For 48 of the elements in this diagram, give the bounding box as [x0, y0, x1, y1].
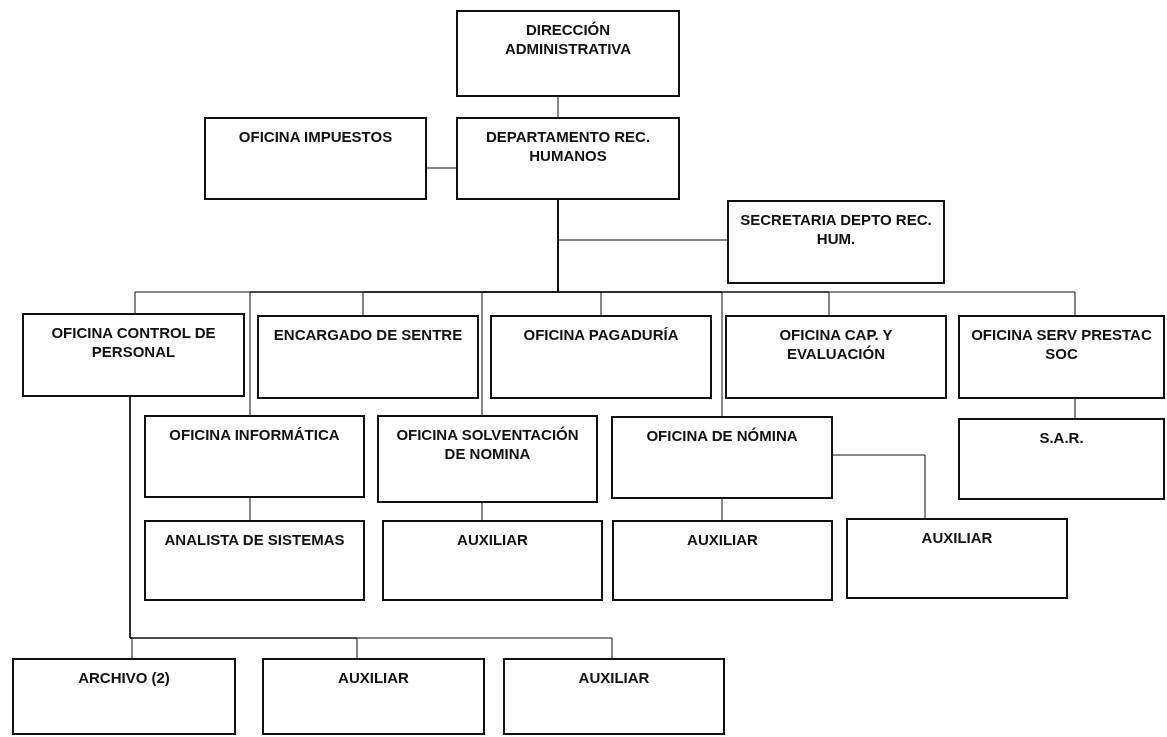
box-label: OFICINA SOLVENTACIÓN DE NOMINA	[395, 425, 580, 463]
connector-line	[129, 396, 613, 659]
connector-line	[249, 497, 251, 521]
org-box	[257, 315, 479, 399]
box-label: OFICINA IMPUESTOS	[238, 127, 393, 146]
org-box	[503, 658, 725, 735]
connector-line	[557, 96, 559, 118]
org-box	[958, 418, 1165, 500]
box-label: AUXILIAR	[457, 530, 528, 549]
box-label: OFICINA PAGADURÍA	[523, 325, 679, 344]
org-box	[725, 315, 947, 399]
box-label: AUXILIAR	[921, 528, 993, 547]
org-box	[456, 117, 680, 200]
org-box	[846, 518, 1068, 599]
org-box	[958, 315, 1165, 399]
org-box	[144, 520, 365, 601]
box-label: OFICINA CAP. Y EVALUACIÓN	[778, 325, 894, 363]
connector-line	[1074, 398, 1076, 419]
box-label: AUXILIAR	[687, 530, 758, 549]
org-box	[377, 415, 598, 503]
box-label: AUXILIAR	[578, 668, 650, 687]
org-box	[612, 520, 833, 601]
connector-line	[832, 454, 926, 519]
box-label: DEPARTAMENTO REC. HUMANOS	[484, 127, 652, 165]
connector-line	[721, 498, 723, 521]
org-box	[490, 315, 712, 399]
box-label: OFICINA INFORMÁTICA	[169, 425, 340, 444]
box-label: ARCHIVO (2)	[78, 668, 170, 687]
org-box	[144, 415, 365, 498]
box-label: OFICINA DE NÓMINA	[646, 426, 798, 445]
org-box	[456, 10, 680, 97]
box-label: OFICINA SERV PRESTAC SOC	[970, 325, 1153, 363]
org-box	[12, 658, 236, 735]
org-box	[22, 313, 245, 397]
box-label: ENCARGADO DE SENTRE	[273, 325, 463, 344]
org-box	[204, 117, 427, 200]
box-label: ANALISTA DE SISTEMAS	[164, 530, 345, 549]
org-box	[727, 200, 945, 284]
org-box	[611, 416, 833, 499]
connector-line	[481, 502, 483, 521]
org-box	[382, 520, 603, 601]
box-label: S.A.R.	[1039, 428, 1084, 447]
box-label: DIRECCIÓN ADMINISTRATIVA	[503, 20, 633, 58]
org-box	[262, 658, 485, 735]
box-label: SECRETARIA DEPTO REC. HUM.	[739, 210, 933, 248]
box-label: AUXILIAR	[338, 668, 409, 687]
connector-line	[426, 167, 457, 169]
box-label: OFICINA CONTROL DE PERSONAL	[50, 323, 217, 361]
